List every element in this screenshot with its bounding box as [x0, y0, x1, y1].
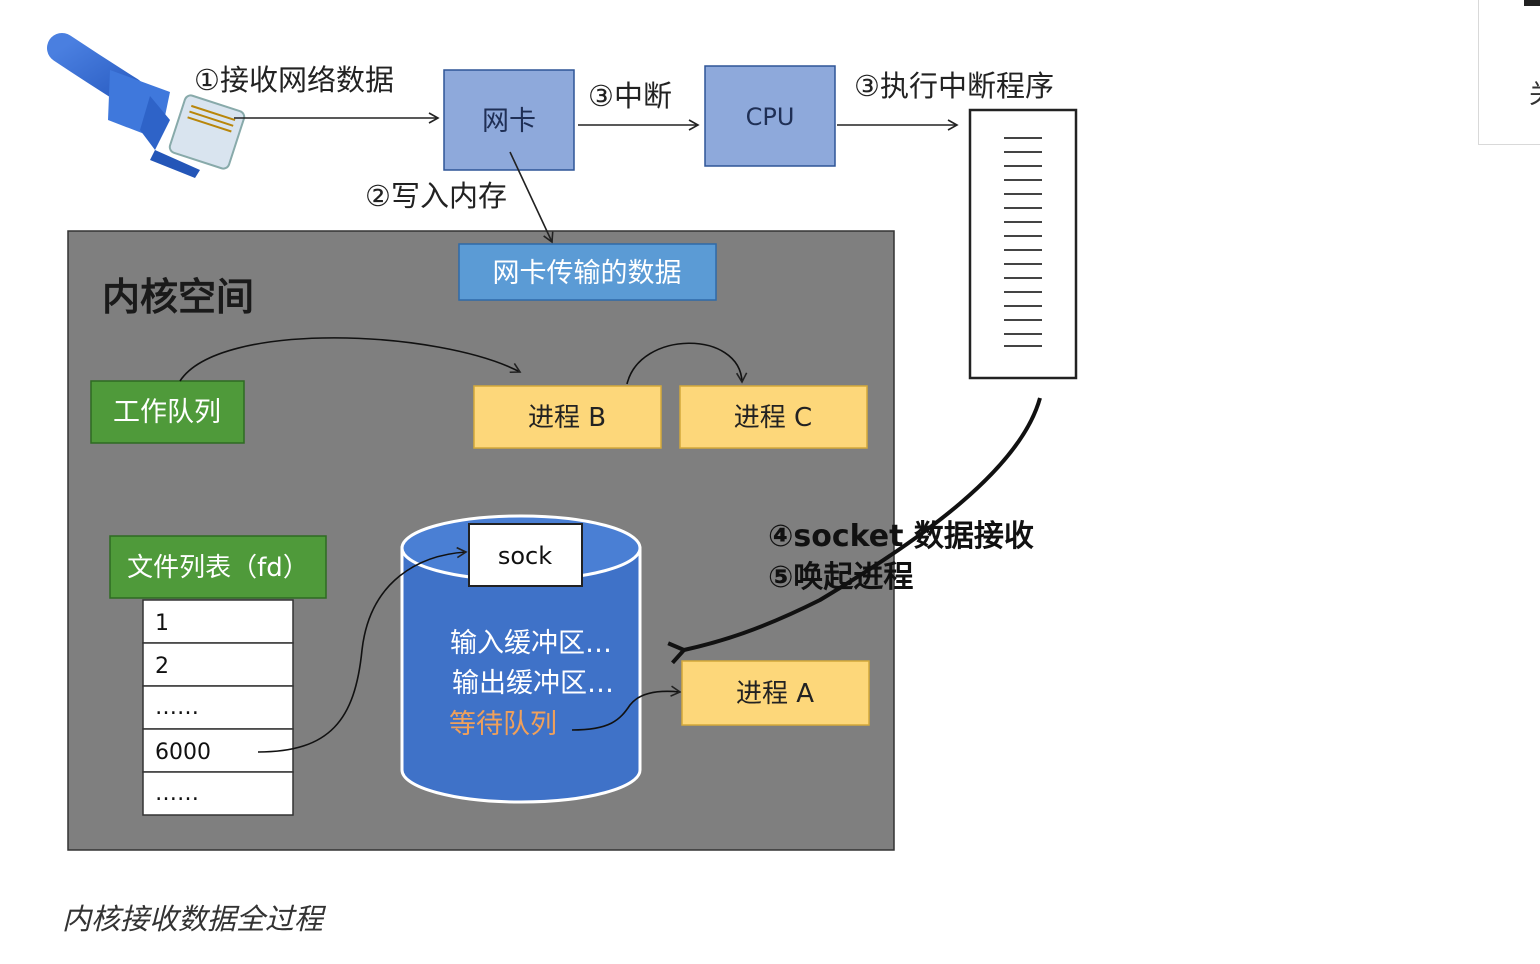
fd-row	[142, 771, 294, 816]
kernel-space-title: 内核空间	[102, 275, 254, 319]
fd-row	[142, 642, 294, 687]
wait-queue-label: 等待队列	[449, 709, 557, 740]
process-a-label: 进程 A	[736, 679, 814, 709]
side-panel	[1478, 0, 1540, 145]
side-panel-mark	[1524, 0, 1540, 6]
step1-label: ①接收网络数据	[194, 63, 394, 97]
fd-to-sock-arrow	[257, 546, 468, 753]
process-b-to-c-arrow	[626, 342, 748, 385]
process-b-label: 进程 B	[528, 403, 606, 433]
wait-queue-to-process-a-arrow	[571, 685, 682, 731]
fd-row-text: 2	[155, 654, 169, 679]
ethernet-cable-icon	[47, 33, 246, 178]
fd-row	[142, 599, 294, 644]
fd-row-text: ……	[155, 781, 199, 806]
side-panel-glyph: 关	[1529, 74, 1540, 111]
fd-row-text: 6000	[155, 740, 211, 765]
output-buffer-label: 输出缓冲区…	[452, 668, 614, 699]
program-to-process-a-arrow	[667, 397, 1042, 665]
nic-label: 网卡	[482, 106, 536, 137]
fd-row	[142, 728, 294, 773]
nic-to-memory-arrow	[509, 151, 554, 244]
process-c-label: 进程 C	[734, 403, 812, 433]
nic-data-box: 网卡传输的数据	[458, 243, 717, 301]
process-a-box: 进程 A	[681, 660, 870, 726]
interrupt-program-icon	[968, 108, 1078, 380]
work-queue-to-process-b-arrow	[179, 337, 522, 382]
work-queue-label: 工作队列	[113, 397, 221, 428]
sock-label: sock	[498, 542, 552, 570]
fd-row-text: 1	[155, 611, 169, 636]
nic-data-label: 网卡传输的数据	[493, 258, 682, 289]
step2-label: ②写入内存	[365, 179, 507, 213]
input-buffer-label: 输入缓冲区…	[450, 628, 612, 659]
process-b-box: 进程 B	[473, 385, 662, 449]
step3-exec-label: ③执行中断程序	[854, 69, 1054, 103]
process-c-box: 进程 C	[679, 385, 868, 449]
sock-box: sock	[468, 523, 583, 587]
fd-row-text: ……	[155, 695, 199, 720]
cpu-label: CPU	[746, 103, 795, 131]
cpu-box: CPU	[704, 65, 836, 167]
fd-row	[142, 685, 294, 730]
step4-label: ④socket 数据接收	[768, 519, 1034, 554]
file-list-box: 文件列表（fd）	[109, 535, 327, 599]
nic-box: 网卡	[443, 69, 575, 171]
work-queue-box: 工作队列	[90, 380, 245, 444]
step5-label: ⑤唤起进程	[768, 560, 913, 595]
file-list-label: 文件列表（fd）	[127, 553, 309, 583]
figure-caption: 内核接收数据全过程	[62, 902, 324, 936]
step3-interrupt-label: ③中断	[588, 79, 672, 113]
fd-table: 1 2 …… 6000 ……	[142, 599, 294, 816]
